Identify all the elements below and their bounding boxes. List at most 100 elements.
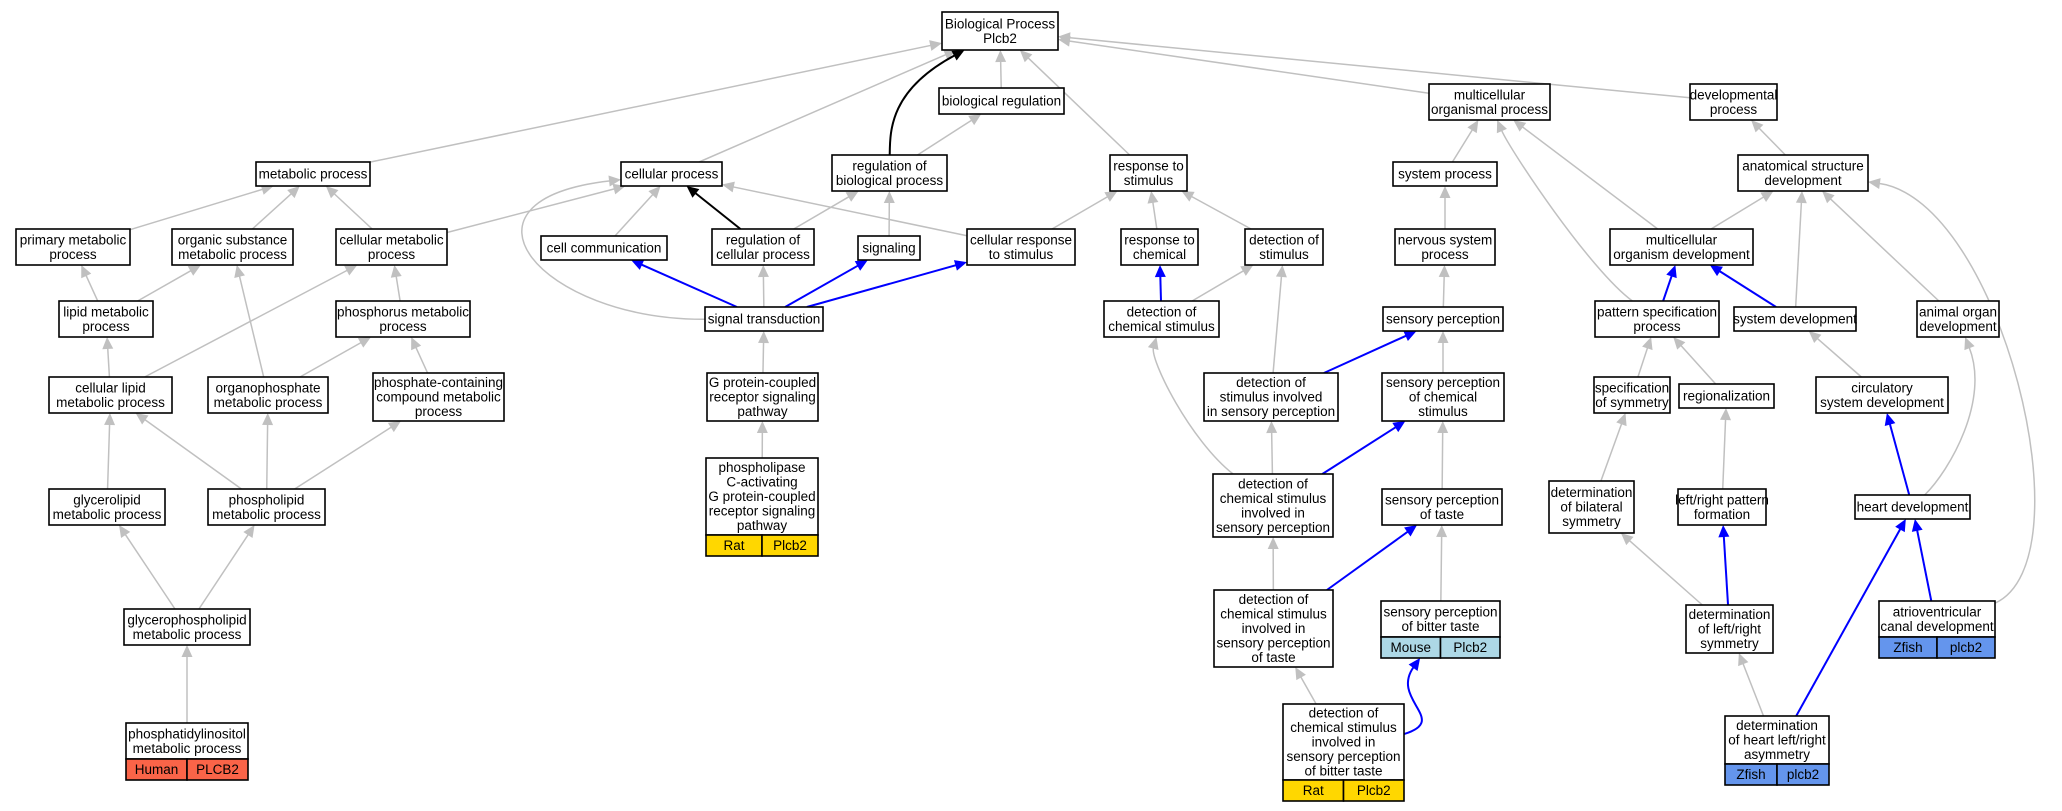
term-node-sensp[interactable]: sensory perception bbox=[1382, 306, 1504, 332]
edge-nsp-to-sysp bbox=[1439, 186, 1451, 229]
edge-dcsisp-to-spcs bbox=[1321, 421, 1406, 475]
edge-spbt-to-spt bbox=[1436, 525, 1448, 602]
term-node-cellp[interactable]: cellular process bbox=[620, 161, 723, 187]
edge-dcsispt-to-spt bbox=[1326, 525, 1418, 591]
term-label-line: detection of bbox=[1309, 706, 1379, 721]
edge-resp-to-bp bbox=[1019, 50, 1131, 156]
term-label-line: in sensory perception bbox=[1207, 404, 1335, 419]
gene-symbol: Plcb2 bbox=[1357, 783, 1391, 798]
edge-regcell-to-regbio bbox=[793, 191, 859, 230]
edge-dlrs-to-dbs bbox=[1620, 533, 1703, 606]
term-label-line: process bbox=[1633, 319, 1681, 334]
edge-dcsisp-to-detchem bbox=[1147, 337, 1234, 475]
term-node-cellcomm[interactable]: cell communication bbox=[540, 235, 668, 261]
edge-dlrs-to-lrpf bbox=[1718, 525, 1730, 606]
edge-devp-to-bp bbox=[1058, 32, 1691, 99]
term-node-signaling[interactable]: signaling bbox=[857, 235, 921, 261]
term-label-line: of bitter taste bbox=[1304, 764, 1382, 779]
term-label-line: formation bbox=[1694, 507, 1750, 522]
edge-dsisp-to-sensp bbox=[1323, 330, 1417, 374]
edge-spt-to-spcs bbox=[1437, 421, 1449, 490]
species-name: Mouse bbox=[1390, 640, 1431, 655]
term-label-line: involved in bbox=[1242, 621, 1306, 636]
term-label-line: involved in bbox=[1312, 735, 1376, 750]
term-node-regionalization[interactable]: regionalization bbox=[1678, 383, 1775, 409]
edge-spcs-to-sensp bbox=[1437, 331, 1449, 373]
term-label-line: chemical stimulus bbox=[1290, 720, 1397, 735]
term-node-sysp[interactable]: system process bbox=[1392, 161, 1498, 187]
term-label-line: detection of bbox=[1127, 304, 1197, 319]
term-label-line: stimulus bbox=[1259, 247, 1309, 262]
term-label-line: primary metabolic bbox=[20, 232, 127, 247]
term-node-hd[interactable]: heart development bbox=[1854, 494, 1971, 520]
term-label-line: signaling bbox=[862, 241, 915, 256]
term-label-line: metabolic process bbox=[178, 247, 287, 262]
term-label-line: detection of bbox=[1236, 375, 1306, 390]
edge-plc-to-gpcr bbox=[756, 421, 768, 459]
term-label-line: multicellular bbox=[1454, 87, 1526, 102]
edge-sigtrans-to-cellcomm bbox=[631, 259, 738, 308]
term-node-sigtrans[interactable]: signal transduction bbox=[704, 306, 824, 332]
term-label-line: compound metabolic bbox=[376, 390, 501, 405]
edge-cellcomm-to-cellp bbox=[614, 186, 661, 237]
term-label-line: asymmetry bbox=[1744, 747, 1810, 762]
term-node-bioreg[interactable]: biological regulation bbox=[938, 87, 1065, 115]
term-label-line: stimulus bbox=[1124, 173, 1174, 188]
term-label-line: development bbox=[1764, 173, 1842, 188]
term-label-line: determination bbox=[1736, 718, 1818, 733]
term-label-line: regulation of bbox=[852, 158, 927, 173]
term-label-line: metabolic process bbox=[53, 507, 162, 522]
term-label-line: cell communication bbox=[547, 241, 662, 256]
term-label-line: involved in bbox=[1241, 505, 1305, 520]
term-label-line: process bbox=[368, 247, 416, 262]
edge-regbio-to-bp bbox=[888, 50, 965, 156]
edge-lrpf-to-regionalization bbox=[1720, 408, 1732, 490]
term-node-sysdev[interactable]: system development bbox=[1733, 306, 1857, 332]
term-node-metab[interactable]: metabolic process bbox=[255, 161, 371, 187]
